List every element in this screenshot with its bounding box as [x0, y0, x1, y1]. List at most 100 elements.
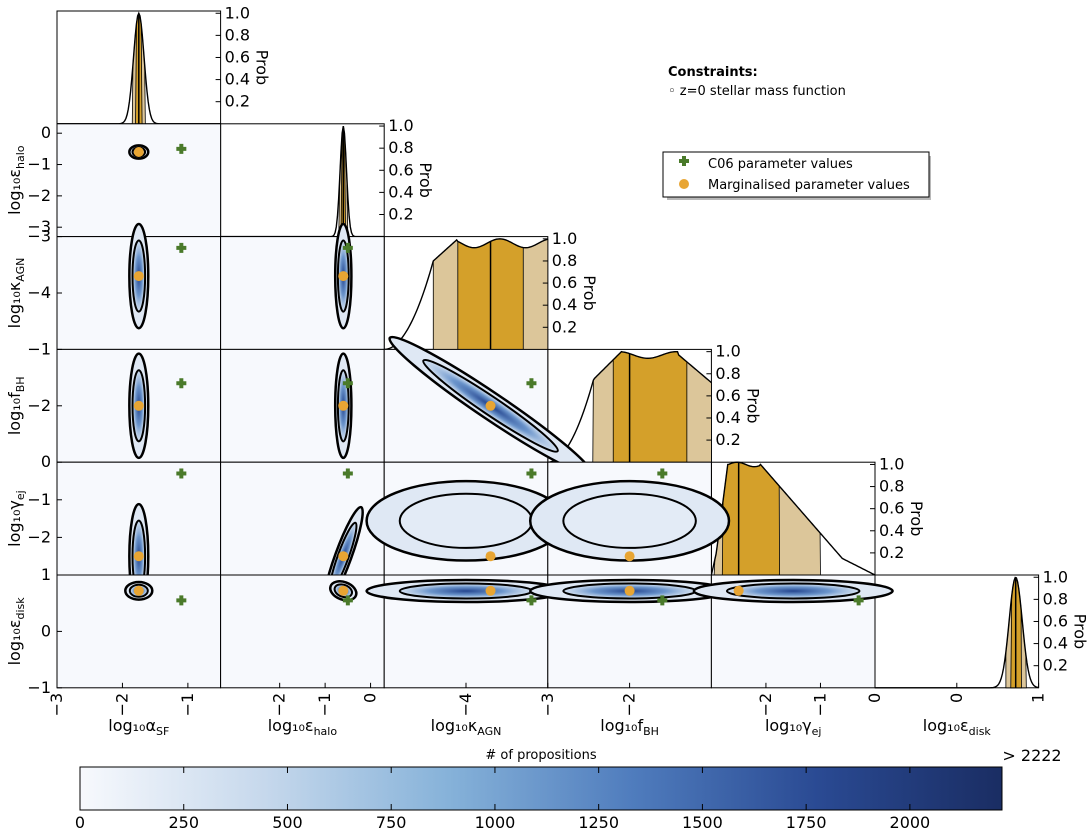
x-axis-label: log₁₀εdisk — [923, 716, 992, 738]
marginal-marker — [338, 585, 349, 596]
y-tick-label: −3 — [27, 217, 51, 236]
x-axis-label: log₁₀fBH — [600, 716, 659, 738]
x-tick-label: −3 — [47, 693, 66, 717]
prob-tick-label: 0.4 — [1043, 634, 1068, 653]
colorbar-tick-label: 750 — [376, 813, 407, 832]
density-contour-inner — [398, 492, 534, 549]
pdf-curve — [384, 238, 548, 351]
legend-label-c06: C06 parameter values — [708, 157, 853, 172]
prob-tick-label: 0.8 — [552, 251, 577, 270]
y-tick-label: −3 — [27, 227, 51, 246]
legend: C06 parameter values Marginalised parame… — [662, 151, 931, 200]
marginal-marker — [133, 147, 144, 157]
colorbar-bar — [79, 766, 1003, 811]
prob-axis-label: Prob — [743, 388, 762, 424]
prob-tick-label: 0.6 — [552, 273, 577, 292]
y-tick-label: −1 — [27, 490, 51, 509]
prob-axis-label: Prob — [253, 50, 272, 86]
pdf-curve — [547, 350, 712, 463]
pdf-curve — [220, 125, 385, 238]
colorbar-tick-label: 1500 — [682, 813, 723, 832]
prob-tick-label: 1.0 — [552, 229, 577, 248]
c06-marker — [529, 378, 534, 389]
density-contour-inner — [562, 492, 697, 549]
constraints-title: Constraints: — [668, 65, 758, 80]
legend-circle-icon — [679, 179, 689, 189]
prob-tick-label: 1.0 — [1043, 567, 1068, 586]
marginal-marker — [338, 400, 349, 411]
c06-marker — [660, 595, 665, 606]
y-tick-label: −2 — [27, 396, 51, 415]
prob-axis-label: Prob — [416, 162, 435, 198]
colorbar-max-label: > 2222 — [1002, 746, 1061, 765]
c06-marker — [345, 468, 350, 479]
prob-tick-label: 0.2 — [879, 543, 904, 562]
prob-tick-label: 0.8 — [1043, 589, 1068, 608]
c06-marker — [179, 143, 184, 154]
colorbar-tick-label: 1250 — [578, 813, 619, 832]
c06-marker — [345, 378, 350, 389]
c06-marker — [529, 595, 534, 606]
c06-marker — [856, 595, 861, 606]
x-tick-label: −3 — [538, 693, 557, 717]
prob-tick-label: 0.4 — [388, 182, 413, 201]
prob-tick-label: 0.8 — [225, 25, 250, 44]
prob-axis-label: Prob — [1071, 614, 1088, 650]
scatter-panel-frame — [220, 236, 385, 350]
x-axis-label: log₁₀αSF — [108, 716, 169, 738]
prob-tick-label: 0.8 — [879, 477, 904, 496]
colorbar-label: # of propositions — [485, 748, 596, 763]
prob-tick-label: 1.0 — [225, 3, 250, 22]
y-tick-label: −2 — [27, 186, 51, 205]
marginal-marker — [485, 585, 496, 596]
x-axis-label: log₁₀γej — [765, 716, 822, 738]
colorbar-tick-label: 500 — [272, 813, 303, 832]
y-tick-label: −4 — [27, 283, 51, 302]
y-tick-label: 1 — [41, 565, 51, 584]
y-axis-label: log₁₀εhalo — [5, 145, 27, 215]
marginal-marker — [485, 551, 496, 562]
pdf-credible-band — [612, 351, 688, 463]
y-tick-label: 0 — [41, 123, 51, 142]
c06-marker — [345, 242, 350, 253]
y-axis-label: log₁₀fBH — [5, 376, 27, 435]
constraints-item: ◦ z=0 stellar mass function — [668, 84, 846, 99]
legend-label-marginalised: Marginalised parameter values — [708, 178, 910, 193]
scatter-panel-frame — [220, 348, 385, 463]
scatter-panel-frame — [56, 123, 222, 238]
prob-tick-label: 0.2 — [715, 430, 740, 449]
prob-tick-label: 0.4 — [879, 521, 904, 540]
c06-marker — [529, 468, 534, 479]
prob-tick-label: 0.8 — [715, 364, 740, 383]
c06-marker — [179, 378, 184, 389]
x-tick-label: 1 — [1029, 693, 1048, 703]
pdf-curve — [710, 461, 876, 576]
colorbar-tick-label: 0 — [75, 813, 85, 832]
pdf-credible-band — [721, 461, 780, 576]
prob-axis-label: Prob — [580, 275, 599, 311]
x-tick-label: −1 — [178, 693, 197, 717]
x-tick-label: 0 — [361, 693, 380, 703]
prob-tick-label: 0.6 — [1043, 611, 1068, 630]
prob-tick-label: 1.0 — [388, 116, 413, 135]
x-axis-label: log₁₀εhalo — [268, 716, 338, 738]
colorbar-tick-label: 2000 — [890, 813, 931, 832]
prob-tick-label: 0.4 — [715, 408, 740, 427]
y-tick-label: −2 — [27, 527, 51, 546]
x-tick-label: −4 — [456, 693, 475, 717]
prob-tick-label: 0.2 — [552, 317, 577, 336]
prob-tick-label: 1.0 — [715, 342, 740, 361]
prob-tick-label: 0.6 — [225, 47, 250, 66]
prob-axis-label: Prob — [907, 501, 926, 537]
x-tick-label: −2 — [620, 693, 639, 717]
prob-tick-label: 0.4 — [552, 295, 577, 314]
colorbar-tick-label: 1000 — [475, 813, 516, 832]
y-tick-label: −1 — [27, 155, 51, 174]
scatter-panel-frame — [220, 574, 385, 689]
prob-tick-label: 0.2 — [225, 92, 250, 111]
prob-tick-label: 0.8 — [388, 138, 413, 157]
prob-tick-label: 0.6 — [715, 386, 740, 405]
x-tick-label: −2 — [756, 693, 775, 717]
